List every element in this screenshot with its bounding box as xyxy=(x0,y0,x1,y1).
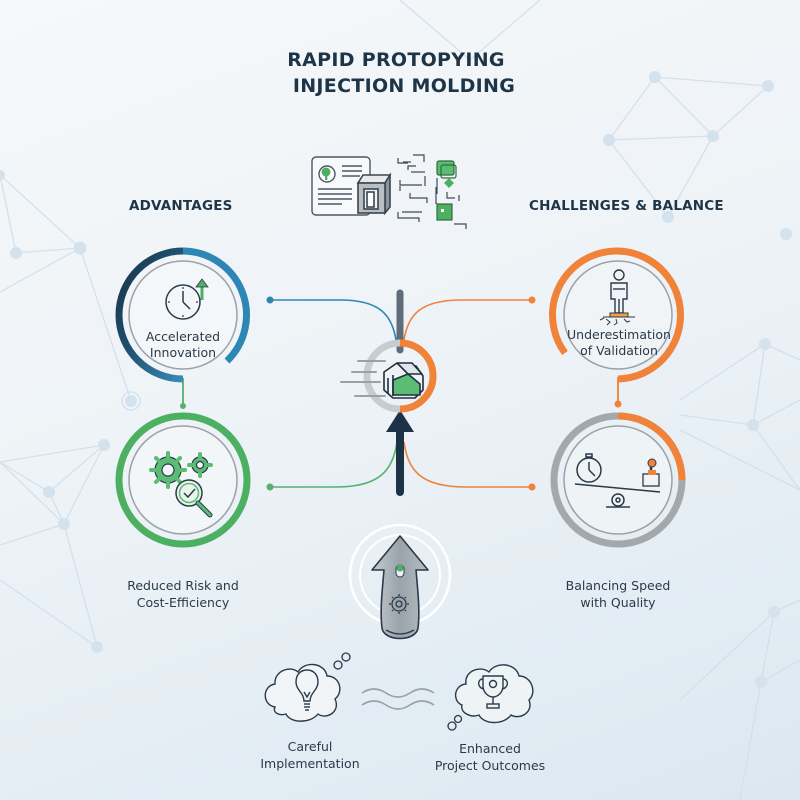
label-line-1: Underestimation xyxy=(567,327,671,342)
underestimation-label: Underestimation of Validation xyxy=(563,327,675,359)
accelerated-innovation-label: Accelerated Innovation xyxy=(133,329,233,361)
balancing-caption: Balancing Speed with Quality xyxy=(538,577,698,611)
caption-line-2: Implementation xyxy=(260,756,360,771)
label-line-2: Innovation xyxy=(149,345,217,360)
title-line-2: INJECTION MOLDING xyxy=(292,75,516,97)
label-line-1: Accelerated xyxy=(145,329,221,344)
caption-line-1: Reduced Risk and xyxy=(127,578,239,593)
caption-line-2: Project Outcomes xyxy=(434,758,546,773)
reduced-risk-caption: Reduced Risk and Cost-Efficiency xyxy=(103,577,263,611)
caption-line-2: with Quality xyxy=(580,595,656,610)
careful-implementation-caption: Careful Implementation xyxy=(250,738,370,772)
caption-line-1: Balancing Speed xyxy=(565,578,671,593)
caption-line-1: Enhanced xyxy=(459,741,521,756)
enhanced-outcomes-caption: Enhanced Project Outcomes xyxy=(420,740,560,774)
caption-line-1: Careful xyxy=(287,739,333,754)
challenges-heading: CHALLENGES & BALANCE xyxy=(529,198,724,214)
title-line-1: RAPID PROTOPYING xyxy=(287,49,505,71)
caption-line-2: Cost-Efficiency xyxy=(136,595,230,610)
advantages-heading: ADVANTAGES xyxy=(129,198,233,214)
label-line-2: of Validation xyxy=(580,343,658,358)
